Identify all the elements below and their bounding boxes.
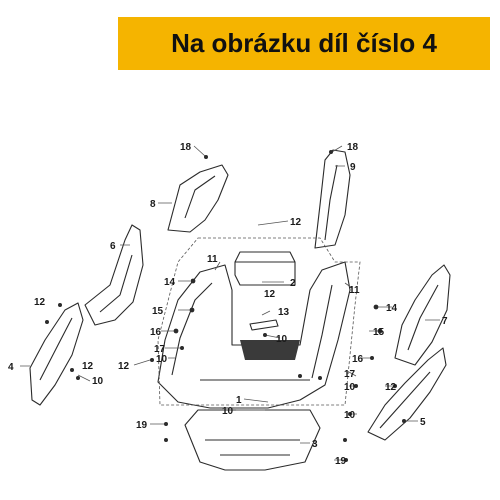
callout-11: 11 (207, 254, 218, 265)
part-1-dark-detail (240, 340, 300, 360)
screw (298, 374, 302, 378)
callout-12: 12 (34, 297, 46, 308)
callout-12: 12 (264, 289, 276, 300)
part-8-front-cover-left (167, 164, 229, 233)
callout-13: 13 (278, 307, 290, 318)
callout-6: 6 (110, 241, 116, 252)
callout-12: 12 (385, 382, 397, 393)
screw (164, 422, 168, 426)
callout-15: 15 (373, 327, 385, 338)
callout-10: 10 (276, 334, 288, 345)
callout-16: 16 (352, 354, 364, 365)
title-text: Na obrázku díl číslo 4 (171, 28, 437, 58)
screw (370, 356, 374, 360)
callout-12: 12 (118, 361, 130, 372)
screw (402, 419, 406, 423)
callout-11: 11 (349, 285, 360, 296)
part-5-floor-side-panel-right (367, 347, 447, 441)
callout-14: 14 (386, 303, 398, 314)
callout-2: 2 (290, 278, 296, 289)
part-1-inner-contour (171, 282, 333, 381)
callout-19: 19 (335, 456, 347, 467)
part-13-strip (249, 319, 279, 331)
screw (329, 150, 333, 154)
callout-18: 18 (180, 142, 192, 153)
callout-16: 16 (150, 327, 162, 338)
part-5-inner-edge (379, 371, 431, 429)
callout-18: 18 (347, 142, 359, 153)
screw (263, 333, 267, 337)
callout-3: 3 (312, 439, 318, 450)
screw (164, 438, 168, 442)
screw (58, 303, 62, 307)
part-6-side-cover-left (84, 224, 144, 326)
callout-19: 19 (136, 420, 148, 431)
screw (45, 320, 49, 324)
screw (373, 304, 379, 310)
part-3-inner-contour (205, 439, 300, 456)
screw (377, 328, 383, 334)
screw (354, 384, 358, 388)
callout-15: 15 (152, 306, 164, 317)
callout-4: 4 (8, 362, 14, 373)
part-9-front-cover-right (314, 149, 351, 249)
callout-8: 8 (150, 199, 156, 210)
screw (173, 328, 179, 334)
screw (393, 384, 397, 388)
screw (344, 458, 348, 462)
callout-12: 12 (290, 217, 302, 228)
callout-10: 10 (92, 376, 104, 387)
callout-10: 10 (156, 354, 168, 365)
screw (150, 358, 154, 362)
part-8-inner-edge (184, 175, 216, 219)
screw (70, 368, 74, 372)
screw (204, 155, 208, 159)
screw (343, 438, 347, 442)
callout-9: 9 (350, 162, 356, 173)
part-2-box (234, 251, 296, 286)
callout-14: 14 (164, 277, 176, 288)
leaders (20, 145, 440, 461)
part-7-inner-edge (407, 284, 439, 351)
screw (76, 376, 80, 380)
callout-12: 12 (82, 361, 94, 372)
screw (190, 278, 196, 284)
part-6-inner-edge (99, 254, 133, 313)
callout-5: 5 (420, 417, 426, 428)
title-banner: Na obrázku díl číslo 4 (118, 17, 490, 70)
part-7-side-cover-right (394, 264, 451, 366)
part-1-floor-frame (157, 261, 351, 409)
callout-17: 17 (344, 369, 356, 380)
part-4-floor-side-panel-left (29, 302, 84, 406)
screw (318, 376, 322, 380)
assembly-dashed-outline (157, 237, 361, 406)
callout-1: 1 (236, 395, 242, 406)
part-4-inner-edge (39, 317, 73, 381)
callout-10: 10 (344, 382, 356, 393)
callout-17: 17 (154, 344, 166, 355)
callout-7: 7 (442, 316, 448, 327)
screw (348, 412, 352, 416)
callout-10: 10 (222, 406, 234, 417)
part-9-inner-edge (324, 164, 338, 241)
screw (189, 307, 195, 313)
screw (180, 346, 184, 350)
callout-10: 10 (344, 410, 356, 421)
